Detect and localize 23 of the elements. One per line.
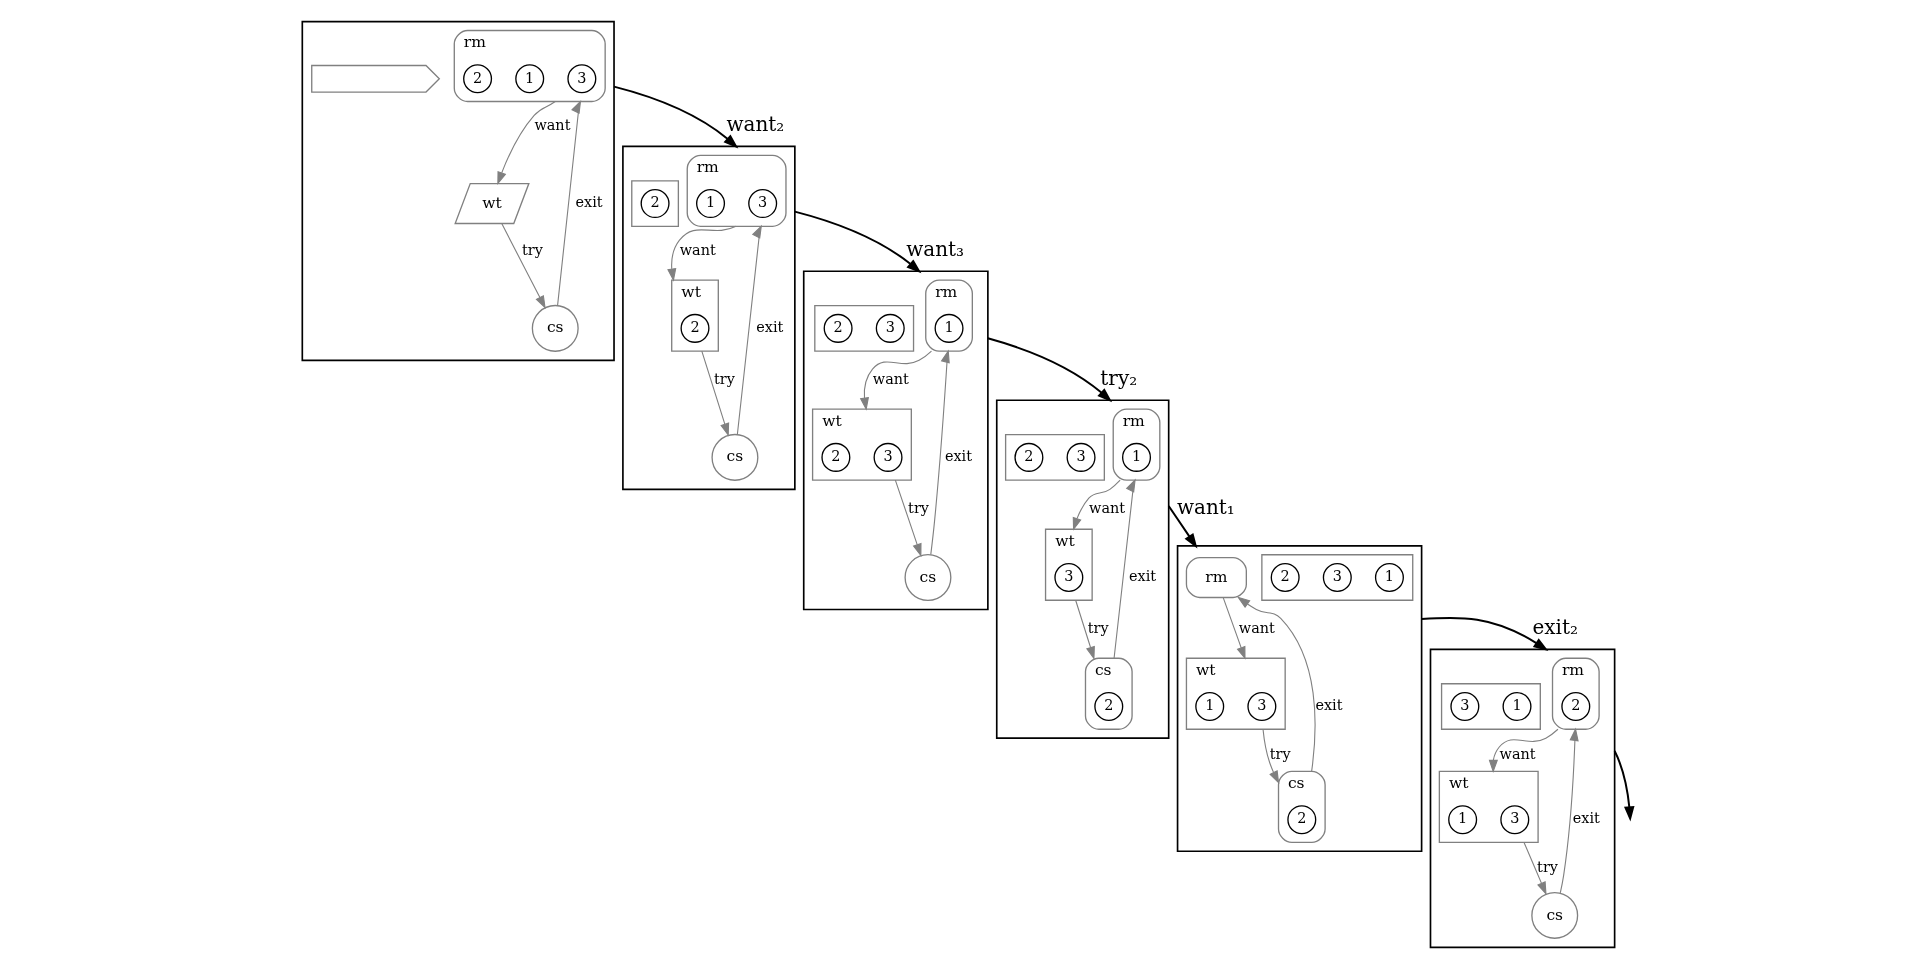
edge-label: try: [1536, 858, 1558, 875]
edge-label: want₂: [726, 112, 784, 137]
edge-label: want: [872, 371, 909, 388]
edge-label: want: [1499, 745, 1536, 762]
edge-label: try: [1087, 620, 1109, 637]
edge-label: exit: [1314, 697, 1343, 714]
edge-label: try: [907, 500, 929, 517]
edge-label: try₂: [1099, 366, 1137, 391]
edge-label: want: [533, 117, 570, 134]
edge-label: exit: [1572, 810, 1600, 827]
edge-label: want₃: [905, 237, 964, 262]
edge-label: exit: [944, 448, 972, 465]
edge-label: want: [679, 242, 716, 259]
edge-label: try: [713, 371, 735, 388]
edge-label: want: [1238, 620, 1275, 637]
edge-label: want₁: [1176, 495, 1235, 520]
edge-label: try: [1269, 745, 1291, 762]
edge-label: want: [1088, 500, 1125, 517]
edge-label: exit: [755, 319, 783, 336]
edge-label: try: [521, 242, 543, 259]
edge-label: exit: [1128, 568, 1156, 585]
edge-label: exit: [575, 194, 603, 211]
edge-label: exit₂: [1532, 615, 1578, 640]
